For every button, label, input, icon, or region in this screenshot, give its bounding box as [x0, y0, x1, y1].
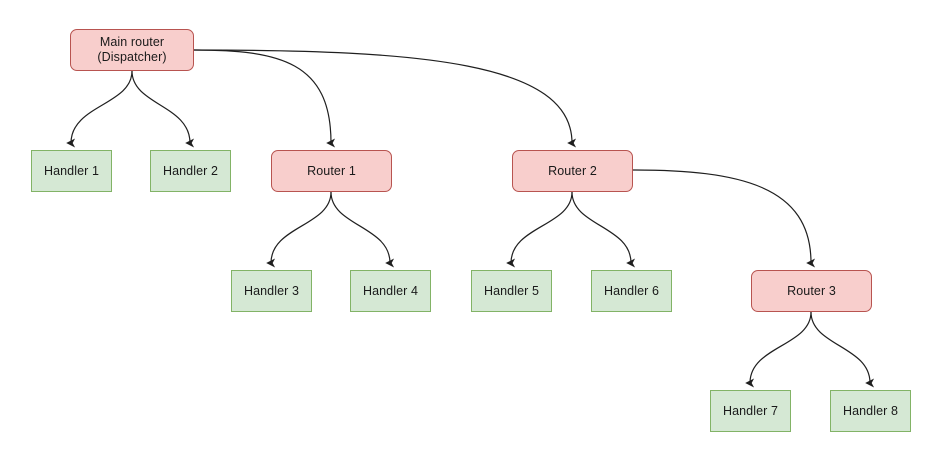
edge-router-2-to-router-3	[632, 169, 816, 268]
node-main-router[interactable]: Main router (Dispatcher)	[70, 29, 194, 71]
node-router-2[interactable]: Router 2	[512, 150, 633, 192]
node-router-3[interactable]: Router 3	[751, 270, 872, 312]
node-label-handler-6: Handler 6	[603, 283, 660, 298]
node-label-handler-3: Handler 3	[243, 283, 300, 298]
node-label-handler-1: Handler 1	[43, 163, 100, 178]
node-handler-3[interactable]: Handler 3	[231, 270, 312, 312]
edge-group	[66, 49, 875, 388]
node-label-handler-7: Handler 7	[722, 403, 779, 418]
edge-main-router-to-handler-2	[131, 70, 195, 148]
edge-main-router-to-router-1	[193, 49, 336, 148]
edge-main-router-to-handler-1	[66, 70, 133, 148]
node-handler-6[interactable]: Handler 6	[591, 270, 672, 312]
edge-router-2-to-handler-6	[571, 191, 636, 268]
node-router-1[interactable]: Router 1	[271, 150, 392, 192]
node-label-handler-4: Handler 4	[362, 283, 419, 298]
node-handler-4[interactable]: Handler 4	[350, 270, 431, 312]
node-handler-8[interactable]: Handler 8	[830, 390, 911, 432]
node-handler-2[interactable]: Handler 2	[150, 150, 231, 192]
edge-router-3-to-handler-8	[810, 311, 875, 388]
node-label-handler-5: Handler 5	[483, 283, 540, 298]
node-label-main-router: Main router (Dispatcher)	[97, 35, 167, 64]
edge-main-router-to-router-2	[193, 49, 577, 148]
node-handler-7[interactable]: Handler 7	[710, 390, 791, 432]
node-label-handler-8: Handler 8	[842, 403, 899, 418]
node-label-router-3: Router 3	[787, 283, 836, 298]
edge-router-3-to-handler-7	[745, 311, 812, 388]
node-handler-5[interactable]: Handler 5	[471, 270, 552, 312]
node-label-router-2: Router 2	[548, 163, 597, 178]
node-handler-1[interactable]: Handler 1	[31, 150, 112, 192]
node-label-router-1: Router 1	[307, 163, 356, 178]
edge-router-1-to-handler-4	[330, 191, 395, 268]
edge-router-2-to-handler-5	[506, 191, 573, 268]
edge-router-1-to-handler-3	[266, 191, 332, 268]
node-label-handler-2: Handler 2	[162, 163, 219, 178]
